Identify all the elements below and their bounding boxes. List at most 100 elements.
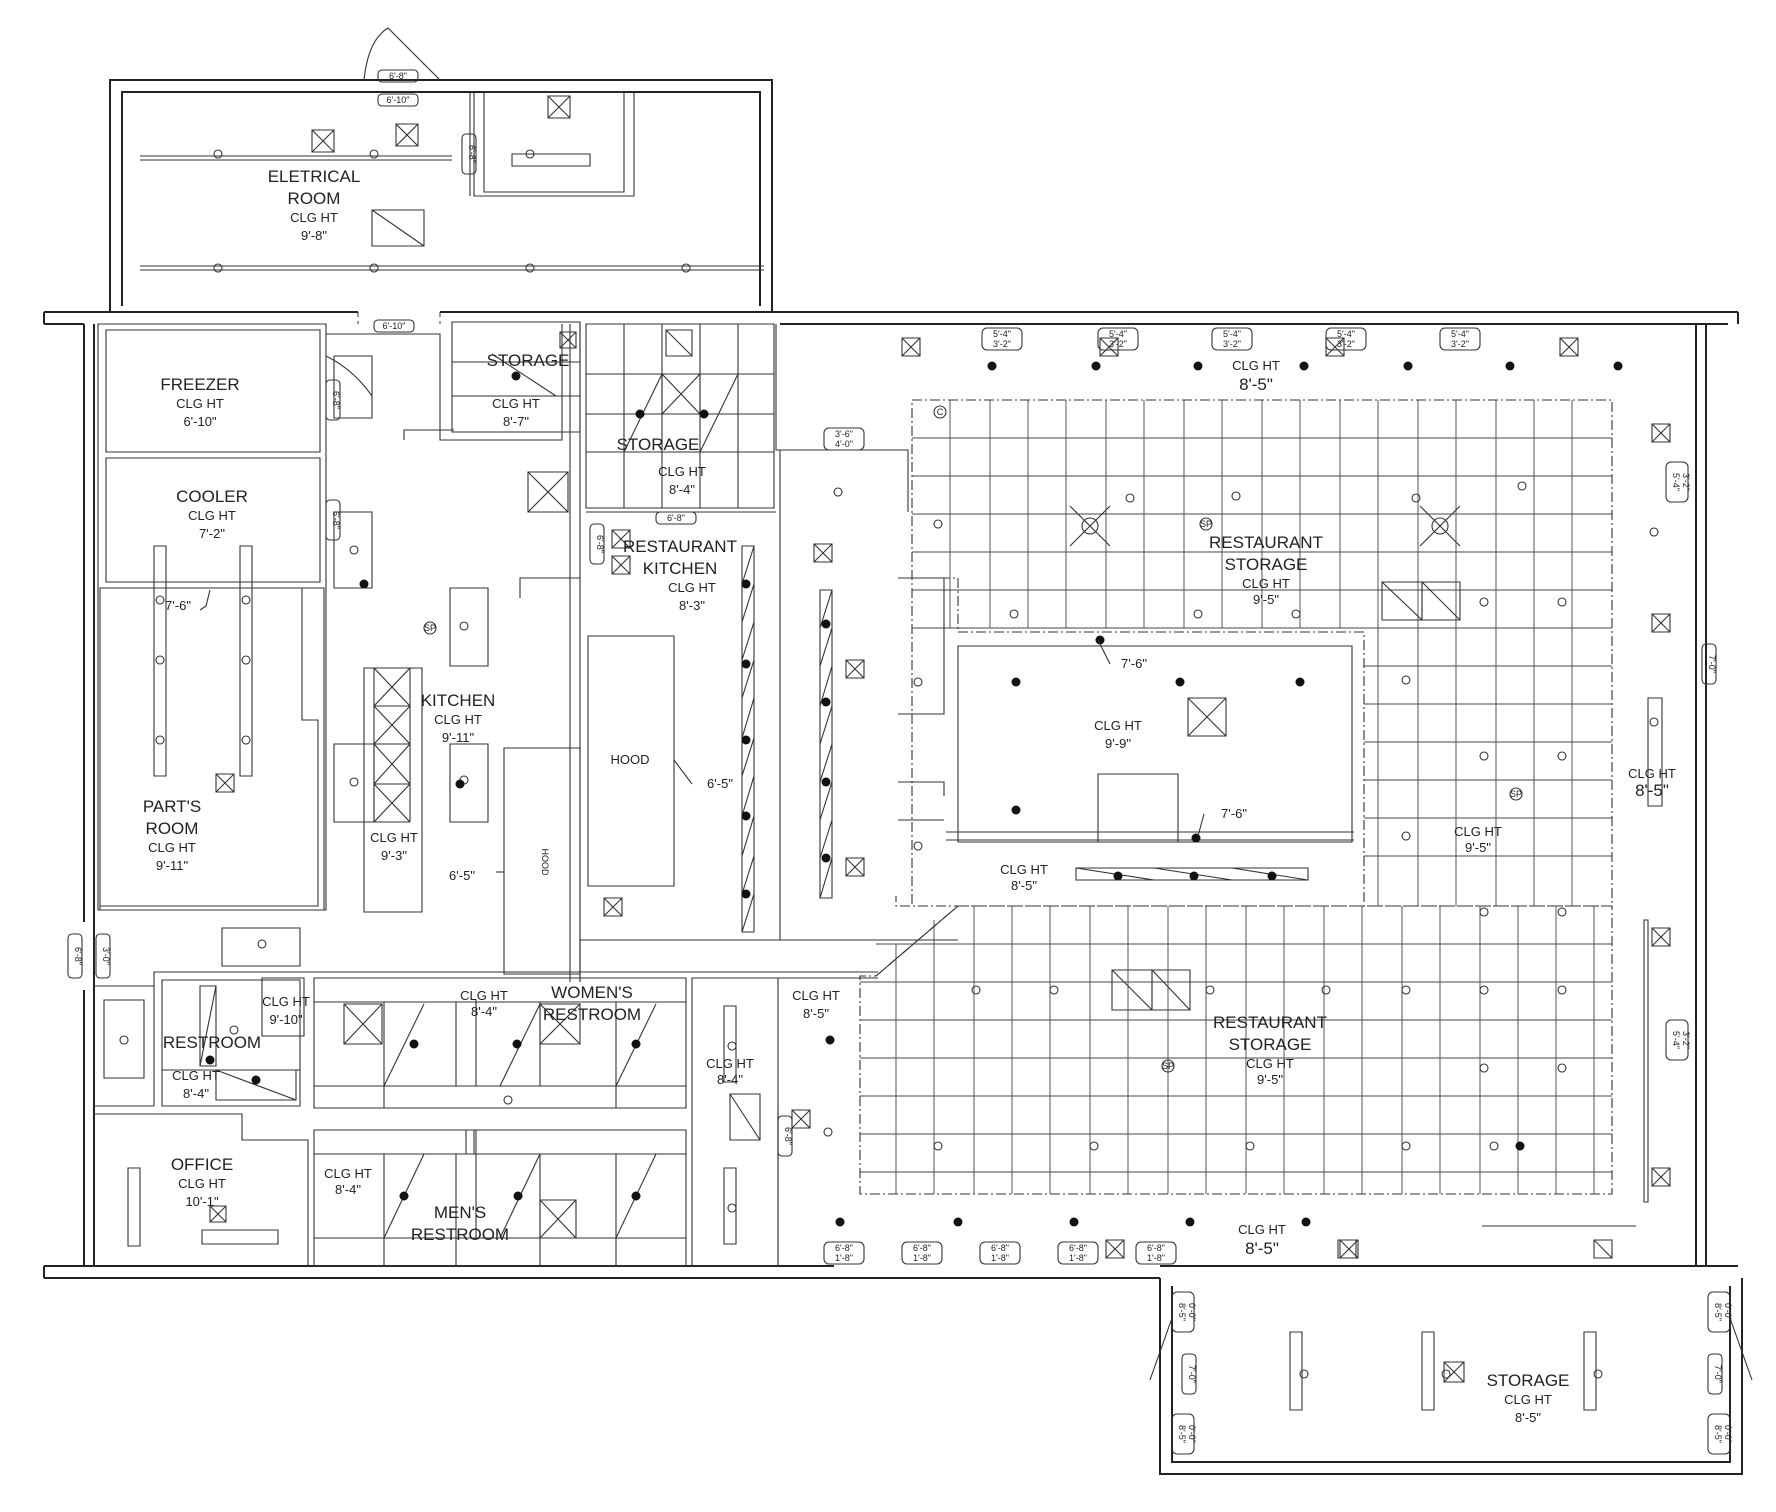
recessed-light-icon	[409, 1039, 419, 1049]
recessed-light-icon	[699, 409, 709, 419]
ht-restroom-closet: 9'-10"	[269, 1012, 303, 1027]
label-storage-annex: STORAGE	[1487, 1371, 1570, 1390]
exterior-walls	[44, 80, 1742, 1474]
recessed-light-icon	[741, 735, 751, 745]
sp-label-3: SP	[1510, 789, 1522, 799]
tag-bwin-3a: 6'-8"	[991, 1243, 1009, 1253]
recessed-light-icon	[821, 777, 831, 787]
ht-kitchen: 9'-11"	[442, 730, 475, 745]
label-rst-top-2: STORAGE	[1225, 555, 1308, 574]
room-labels: ELETRICAL ROOM CLG HT 9'-8" FREEZER CLG …	[143, 167, 1676, 1425]
ceiling-light-icon	[1480, 1064, 1488, 1072]
ceiling-light-icon	[214, 264, 222, 272]
kitchen	[326, 324, 580, 982]
ceiling-light-icon	[156, 656, 164, 664]
recessed-light-icon	[1175, 677, 1185, 687]
recessed-light-icon	[359, 579, 369, 589]
clg-vestibule: CLG HT	[792, 988, 840, 1003]
tag-win-5b: 3'-2"	[1451, 339, 1469, 349]
ht-mens: 8'-4"	[335, 1182, 361, 1197]
tag-side-door-b: 3'-0"	[101, 947, 111, 965]
ceiling-light-icon	[972, 986, 980, 994]
label-womens-2: RESTROOM	[543, 1005, 641, 1024]
ceiling-light-icon	[834, 488, 842, 496]
recessed-light-icon	[825, 1035, 835, 1045]
ceiling-light-icon	[242, 656, 250, 664]
ht-electrical: 9'-8"	[301, 228, 327, 243]
ceiling-light-icon	[1480, 986, 1488, 994]
ceiling-light-icon	[1558, 986, 1566, 994]
recessed-light-icon	[1011, 677, 1021, 687]
ht-top-strip: 8'-5"	[1239, 375, 1273, 394]
recessed-light-icon	[631, 1191, 641, 1201]
ht-cooler: 7'-2"	[199, 526, 225, 541]
tag-right-win-2b: 3'-2"	[1681, 1031, 1691, 1049]
recessed-light-icon	[953, 1217, 963, 1227]
label-mens-1: MEN'S	[434, 1203, 486, 1222]
label-rst-top-1: RESTAURANT	[1209, 533, 1323, 552]
label-electrical-2: ROOM	[288, 189, 341, 208]
clg-center: CLG HT	[1094, 718, 1142, 733]
tag-pass-b: 4'-0"	[835, 439, 853, 449]
tag-annex-3a: 8'-5"	[1713, 1303, 1723, 1321]
tag-win-2a: 5'-4"	[1109, 329, 1127, 339]
recessed-light-icon	[251, 1075, 261, 1085]
recessed-light-icon	[1515, 1141, 1525, 1151]
ceiling-light-icon	[914, 842, 922, 850]
tag-right-win-1a: 5'-4"	[1671, 473, 1681, 491]
recessed-light-icon	[631, 1039, 641, 1049]
tag-win-4b: 3'-2"	[1337, 339, 1355, 349]
clg-restk: CLG HT	[668, 580, 716, 595]
ceiling-light-icon	[1402, 1142, 1410, 1150]
ht-right-grid: 9'-5"	[1465, 840, 1491, 855]
ceiling-light-icon	[1490, 1142, 1498, 1150]
ceiling-light-icon	[1292, 610, 1300, 618]
ceiling-light-icon	[914, 678, 922, 686]
ht-rst-bot: 9'-5"	[1257, 1072, 1283, 1087]
sp-label-1: SP	[424, 623, 436, 633]
tag-bwin-5b: 1'-8"	[1147, 1253, 1165, 1263]
tag-win-3a: 5'-4"	[1223, 329, 1241, 339]
clg-electrical: CLG HT	[290, 210, 338, 225]
recessed-light-icon	[1299, 361, 1309, 371]
clg-right-grid: CLG HT	[1454, 824, 1502, 839]
recessed-light-icon	[455, 779, 465, 789]
ceiling-light-icon	[1050, 986, 1058, 994]
ceiling-light-icon	[156, 736, 164, 744]
dim-center-b: 7'-6"	[1221, 806, 1247, 821]
ceiling-light-icon	[1090, 1142, 1098, 1150]
tag-annex-door-l: 7'-0"	[1187, 1365, 1197, 1383]
tag-elec-bottom: 6'-10"	[383, 321, 406, 331]
tag-annex-door-r: 7'-0"	[1713, 1365, 1723, 1383]
ceiling-light-icon	[1206, 986, 1214, 994]
clg-storage-mid: CLG HT	[658, 464, 706, 479]
ceiling-light-icon	[1232, 492, 1240, 500]
dim-center-a: 7'-6"	[1121, 656, 1147, 671]
recessed-light-icon	[1191, 833, 1201, 843]
ht-right-strip: 8'-5"	[1635, 781, 1669, 800]
clg-rst-bot: CLG HT	[1246, 1056, 1294, 1071]
recessed-light-icon	[1185, 1217, 1195, 1227]
clg-top-strip: CLG HT	[1232, 358, 1280, 373]
ht-office: 10'-1"	[185, 1194, 219, 1209]
clg-office: CLG HT	[178, 1176, 226, 1191]
ceiling-light-icon	[934, 1142, 942, 1150]
hood-label-2: HOOD	[540, 849, 550, 877]
electrical-room	[140, 28, 764, 270]
recessed-light-icon	[821, 853, 831, 863]
recessed-light-icon	[513, 1191, 523, 1201]
ceiling-light-icon	[214, 150, 222, 158]
tag-bwin-2b: 1'-8"	[913, 1253, 931, 1263]
sp-label-2: SP	[1200, 519, 1212, 529]
tag-annex-3b: 0'-0"	[1723, 1303, 1733, 1321]
label-womens-1: WOMEN'S	[551, 983, 633, 1002]
ceiling-light-icon	[370, 264, 378, 272]
ceiling-light-icon	[1402, 986, 1410, 994]
ht-storage-small: 8'-7"	[503, 414, 529, 429]
ceiling-light-icon	[350, 778, 358, 786]
ht-vestibule: 8'-5"	[803, 1006, 829, 1021]
recessed-light-icon	[821, 619, 831, 629]
dimension-leaders	[200, 312, 1204, 872]
ceiling-light-icon	[120, 1036, 128, 1044]
tag-win-5a: 5'-4"	[1451, 329, 1469, 339]
